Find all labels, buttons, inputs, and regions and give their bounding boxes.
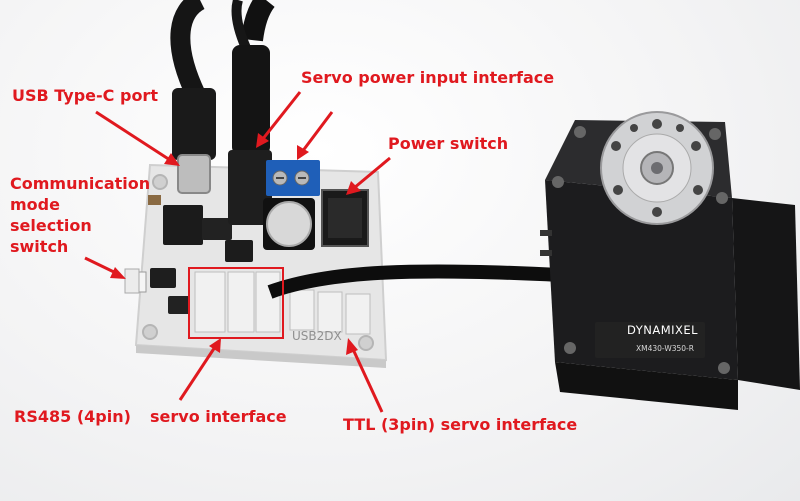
- usb-c-plug: [172, 88, 216, 194]
- capacitor: [263, 198, 315, 250]
- power-cable: [241, 0, 275, 42]
- highlight-box: [188, 267, 284, 339]
- label-usb-type-c-port: USB Type-C port: [12, 86, 158, 105]
- rocker-switch: [321, 189, 369, 247]
- label-servo-power-input: Servo power input interface: [301, 68, 555, 87]
- barrel-jack: [228, 45, 272, 225]
- label-servo-interface: servo interface: [150, 407, 287, 426]
- board-silkscreen: USB2DX: [292, 329, 342, 343]
- label-power-switch: Power switch: [388, 134, 509, 153]
- servo-brand: DYNAMIXEL: [627, 323, 699, 337]
- terminal-block: [266, 160, 320, 196]
- label-communication-mode-switch: Communication mode selection switch: [10, 173, 150, 257]
- servo-model: XM430-W350-R: [636, 344, 694, 353]
- label-comm-line-3: selection: [10, 216, 92, 235]
- servo-cable: [267, 264, 561, 299]
- annotation-arrows: [84, 91, 391, 413]
- servo-connectors: [194, 271, 371, 335]
- servo-horn: [600, 111, 714, 225]
- label-ttl-servo-interface: TTL (3pin) servo interface: [343, 415, 578, 434]
- dynamixel-servo: [540, 120, 800, 410]
- label-comm-line-4: switch: [10, 237, 69, 256]
- usb-cable: [170, 0, 206, 100]
- label-rs485: RS485 (4pin): [14, 407, 131, 426]
- label-comm-line-2: mode: [10, 195, 60, 214]
- label-comm-line-1: Communication: [10, 174, 151, 193]
